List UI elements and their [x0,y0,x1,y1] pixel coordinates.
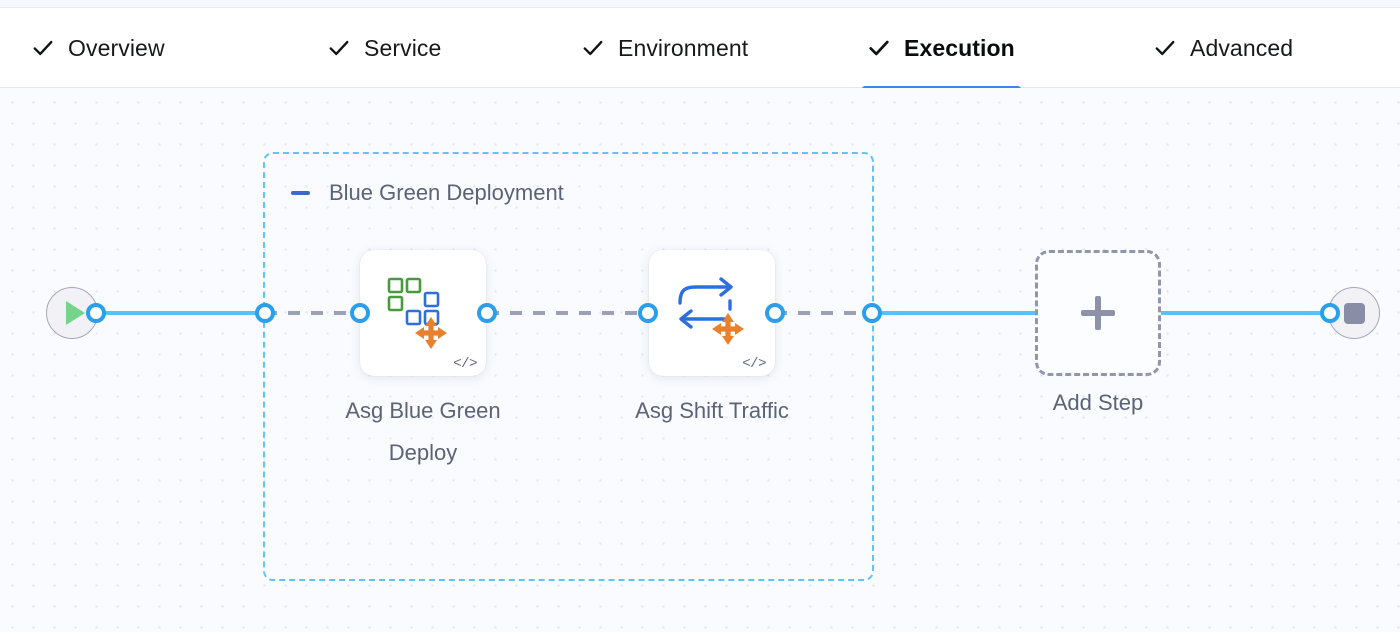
tab-service[interactable]: Service [322,8,447,88]
pipeline-tab-bar: Overview Service Environment Execution [0,8,1400,91]
stop-icon [1343,302,1365,324]
step-asg-shift-traffic[interactable]: </> Asg Shift Traffic [635,250,789,423]
step-card[interactable]: </> [649,250,775,376]
code-badge-icon: </> [453,356,477,372]
tab-execution[interactable]: Execution [862,8,1021,91]
tab-advanced[interactable]: Advanced [1148,8,1299,88]
tab-label: Advanced [1190,34,1294,61]
step-card[interactable]: </> [360,250,486,376]
port-group-in[interactable] [255,303,275,323]
top-strip [0,0,1400,8]
port-step2-in[interactable] [638,303,658,323]
stage-group-header: Blue Green Deployment [289,180,564,206]
check-icon [328,37,350,59]
port-step1-out[interactable] [477,303,497,323]
add-step-button[interactable] [1035,250,1161,376]
port-end-in[interactable] [1320,303,1340,323]
tab-overview[interactable]: Overview [26,8,171,88]
tab-label: Service [364,34,442,61]
port-start-out[interactable] [86,303,106,323]
check-icon [868,37,890,59]
plus-icon [1081,296,1115,330]
code-badge-icon: </> [742,356,766,372]
step-label: Asg Shift Traffic [635,398,789,423]
pipeline-canvas[interactable]: Blue Green Deployment [0,88,1400,632]
check-icon [582,37,604,59]
asg-shift-traffic-icon [678,277,744,345]
check-icon [32,37,54,59]
stage-group-blue-green-deployment[interactable]: Blue Green Deployment [263,152,874,581]
step-label: Asg Blue Green Deploy [345,398,501,465]
stage-group-title: Blue Green Deployment [329,180,564,205]
asg-blue-green-deploy-icon [387,277,447,349]
play-icon [65,301,85,325]
port-group-out[interactable] [862,303,882,323]
port-step1-in[interactable] [350,303,370,323]
step-asg-blue-green-deploy[interactable]: </> Asg Blue Green Deploy [345,250,501,465]
check-icon [1154,37,1176,59]
tab-environment[interactable]: Environment [576,8,754,88]
tab-label: Execution [904,34,1015,61]
tab-label: Overview [68,34,165,61]
minus-icon[interactable] [289,182,311,204]
port-step2-out[interactable] [765,303,785,323]
add-step-label: Add Step [1052,390,1144,415]
add-step-node[interactable]: Add Step [1035,250,1161,415]
tab-label: Environment [618,34,749,61]
